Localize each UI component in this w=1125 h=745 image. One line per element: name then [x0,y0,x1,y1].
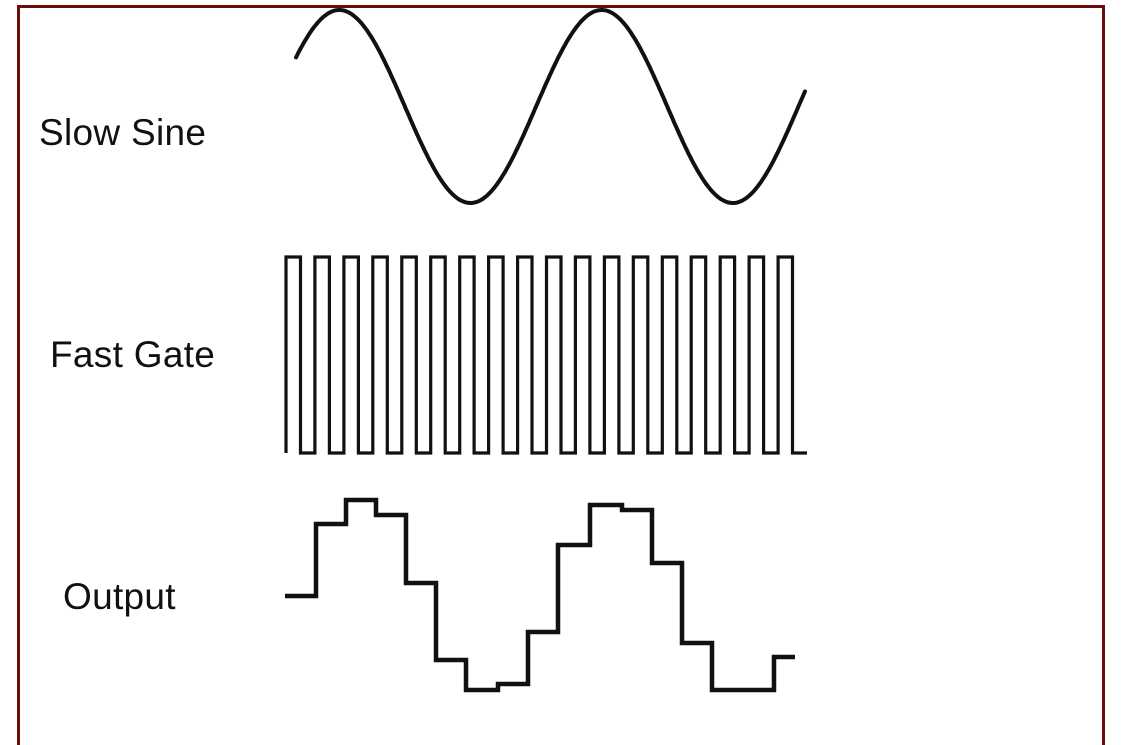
output-label: Output [63,576,176,617]
slow-sine-wave [294,8,807,205]
slow-sine-label: Slow Sine [39,112,207,153]
output-staircase-wave [285,497,795,693]
fast-gate-wave [284,255,807,455]
fast-gate-label: Fast Gate [50,334,216,375]
